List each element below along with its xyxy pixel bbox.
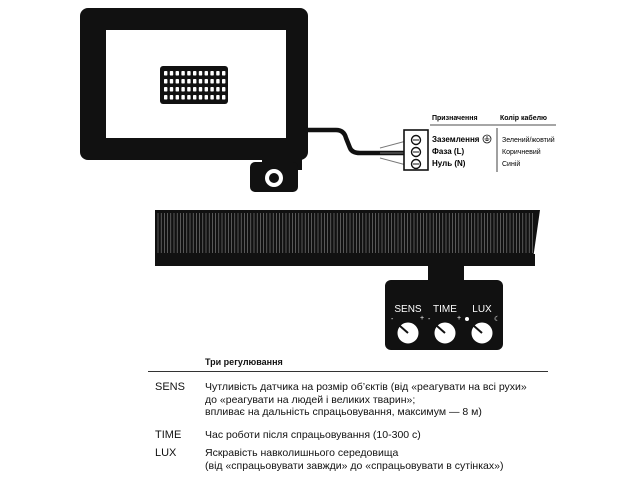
- wiring-col-purpose: Призначення: [432, 115, 478, 122]
- control-panel: SENS TIME LUX - + - + ☾: [385, 280, 503, 350]
- adjust-desc-time-line1: Час роботи після спрацьовування (10-300 …: [205, 429, 421, 441]
- power-cable: [303, 127, 408, 156]
- svg-text:☾: ☾: [494, 315, 500, 323]
- adjust-desc-lux-line1: Яскравість навколишнього середовища: [205, 447, 399, 459]
- wiring-color-neutral: Синій: [502, 160, 520, 168]
- adjust-desc-lux-line2: (від «спрацьовувати завжди» до «спрацьов…: [205, 459, 504, 472]
- floodlight-front: [80, 8, 308, 192]
- wiring-label-phase: Фаза (L): [432, 147, 464, 156]
- sens-knob[interactable]: - +: [391, 315, 424, 345]
- terminal-block: [403, 129, 429, 171]
- adjust-key-sens: SENS: [155, 381, 185, 393]
- adjustments-header: Три регулювання: [205, 357, 283, 367]
- led-chip: [160, 66, 228, 104]
- wiring-color-ground: Зелений/жовтий: [502, 136, 555, 144]
- adjustments-divider: [148, 371, 548, 372]
- knob-label-sens: SENS: [394, 304, 422, 315]
- floodlight-diagram: Призначення Колір кабелю Заземлення Фаза…: [80, 8, 556, 350]
- knob-label-lux: LUX: [472, 304, 492, 315]
- wiring-label-neutral: Нуль (N): [432, 159, 466, 168]
- svg-text:+: +: [457, 315, 461, 322]
- svg-text:-: -: [428, 316, 431, 323]
- svg-text:+: +: [420, 315, 424, 322]
- knob-label-time: TIME: [433, 304, 457, 315]
- wiring-col-cable: Колір кабелю: [500, 114, 547, 122]
- ground-symbol-icon: [482, 134, 492, 144]
- svg-text:-: -: [391, 316, 394, 323]
- adjust-key-time: TIME: [155, 429, 182, 441]
- time-knob[interactable]: - +: [428, 315, 461, 345]
- lux-knob[interactable]: ☾: [465, 315, 500, 345]
- wiring-label-ground: Заземлення: [432, 135, 480, 144]
- adjust-desc-sens-line1: Чутливість датчика на розмір об’єктів (в…: [205, 381, 527, 393]
- adjust-key-lux: LUX: [155, 447, 177, 459]
- wiring-color-phase: Коричневий: [502, 148, 541, 156]
- adjust-desc-sens-line2: до «реагувати на людей і великих тварин»…: [205, 393, 416, 406]
- adjust-desc-sens-line3: впливає на дальність спрацьовування, мак…: [205, 406, 482, 418]
- floodlight-side-view: [155, 210, 540, 282]
